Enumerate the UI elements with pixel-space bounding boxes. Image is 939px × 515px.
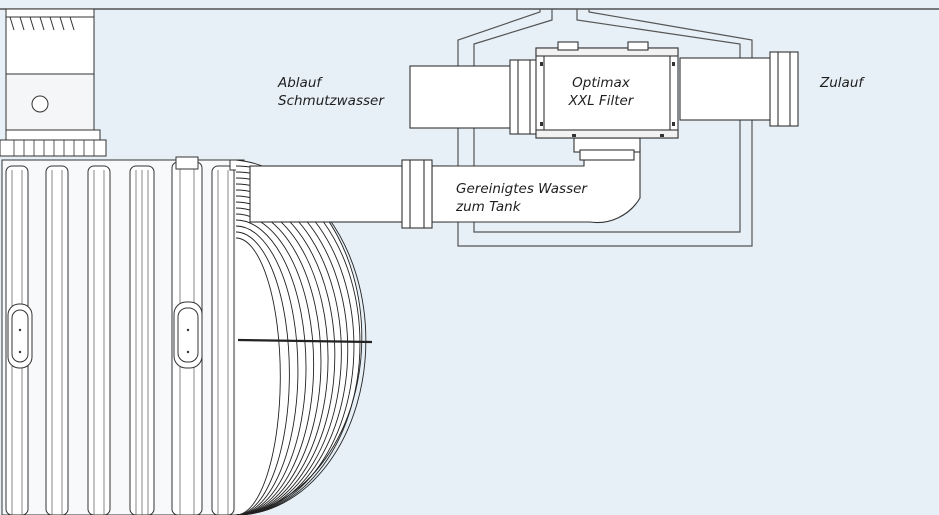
label-optimax-line1: Optimax [572,75,630,91]
label-ablauf-line2: Schmutzwasser [278,93,384,109]
label-zulauf: Zulauf [820,75,864,91]
optimax-filter-box [535,41,679,139]
filter-pit [457,9,753,247]
tank-body [1,156,245,515]
inlet-pipe [679,51,799,127]
label-optimax-line2: XXL Filter [568,93,634,109]
tank-access-shaft [0,8,107,157]
waste-outlet-pipe [409,59,539,135]
label-waste-outlet: Ablauf Schmutzwasser [278,74,384,110]
label-ablauf-line1: Ablauf [278,75,322,91]
tank-side-ports [7,301,203,369]
label-inlet: Zulauf [820,74,863,92]
label-clean-water: Gereinigtes Wasser zum Tank [456,180,587,216]
label-filter: Optimax XXL Filter [556,74,646,110]
clean-water-pipe [249,137,641,229]
label-gereinigt-line2: zum Tank [456,199,521,215]
label-gereinigt-line1: Gereinigtes Wasser [456,181,587,197]
